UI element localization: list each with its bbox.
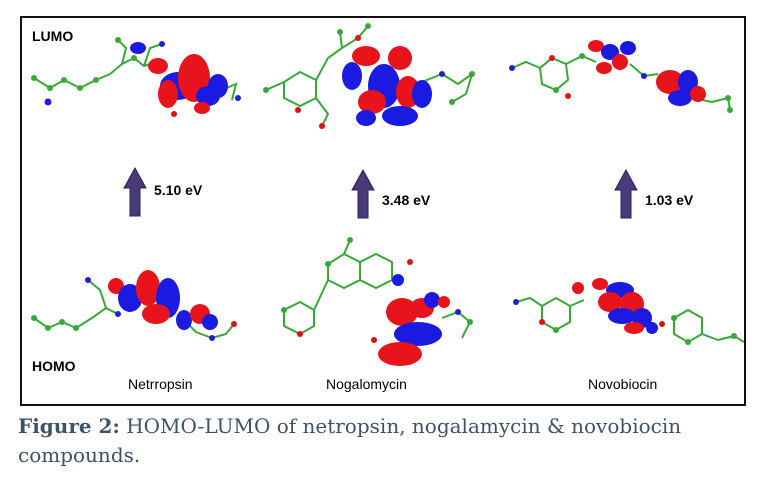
novobiocin-energy-gap: 1.03 eV	[645, 192, 694, 208]
nogalamycin-homo-lobes	[378, 274, 450, 366]
netropsin-gap-arrow	[123, 166, 147, 217]
netropsin-lumo-lobes	[130, 42, 228, 114]
novobiocin-homo-lobes	[572, 278, 658, 334]
novobiocin-name: Novobiocin	[588, 376, 658, 392]
novobiocin-gap-arrow	[614, 168, 638, 219]
novobiocin-homo-structure	[513, 296, 744, 345]
nogalamycin-lumo-structure	[263, 23, 475, 129]
novobiocin-lumo-lobes	[588, 40, 706, 106]
caption-label: Figure 2:	[18, 414, 120, 438]
homo-label: HOMO	[32, 358, 76, 374]
figure-panel: LUMO HOMO 5.10 eV 3.48 eV 1.03 eV Netrro…	[20, 16, 746, 406]
caption-text: HOMO-LUMO of netropsin, nogalamycin & no…	[18, 414, 682, 467]
orbital-diagram	[31, 23, 744, 366]
nogalamycin-lumo-lobes	[342, 46, 432, 126]
netropsin-energy-gap: 5.10 eV	[154, 182, 203, 198]
netropsin-name: Netrropsin	[128, 376, 193, 392]
nogalamycin-energy-gap: 3.48 eV	[382, 192, 431, 208]
figure-caption: Figure 2: HOMO-LUMO of netropsin, nogala…	[18, 412, 758, 470]
nogalamycin-name: Nogalomycin	[326, 376, 407, 392]
netropsin-homo-lobes	[108, 270, 218, 330]
lumo-label: LUMO	[32, 28, 74, 44]
netropsin-lumo-structure	[31, 37, 241, 117]
nogalamycin-homo-structure	[281, 237, 473, 343]
nogalamycin-gap-arrow	[351, 168, 375, 219]
